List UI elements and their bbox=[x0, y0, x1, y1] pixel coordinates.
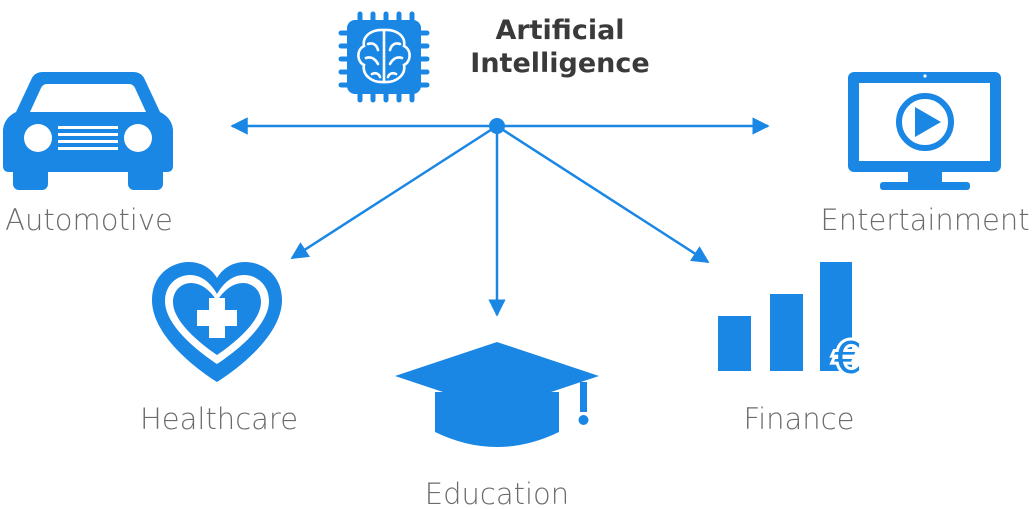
svg-text:€: € bbox=[834, 333, 862, 384]
car-icon bbox=[3, 72, 173, 190]
label-healthcare: Healthcare bbox=[139, 402, 299, 436]
label-automotive: Automotive bbox=[5, 203, 173, 237]
hub-dot bbox=[489, 118, 505, 134]
arrow-to-healthcare bbox=[290, 124, 498, 260]
title-line-1: Artificial bbox=[495, 15, 625, 46]
connectors bbox=[230, 117, 770, 317]
ai-brain-chip-icon bbox=[338, 11, 430, 103]
bar-chart-euro-icon: € € bbox=[718, 262, 865, 387]
center-title: Artificial Intelligence bbox=[470, 14, 649, 80]
heart-medical-icon bbox=[152, 262, 282, 382]
svg-text:€: € bbox=[834, 333, 862, 384]
arrow-to-finance bbox=[496, 124, 710, 264]
title-line-2: Intelligence bbox=[470, 48, 650, 79]
label-finance: Finance bbox=[743, 402, 855, 436]
label-education: Education bbox=[424, 477, 570, 509]
monitor-play-icon bbox=[848, 72, 1001, 190]
graduation-cap-icon bbox=[395, 342, 599, 447]
label-entertainment: Entertainment bbox=[820, 203, 1030, 237]
